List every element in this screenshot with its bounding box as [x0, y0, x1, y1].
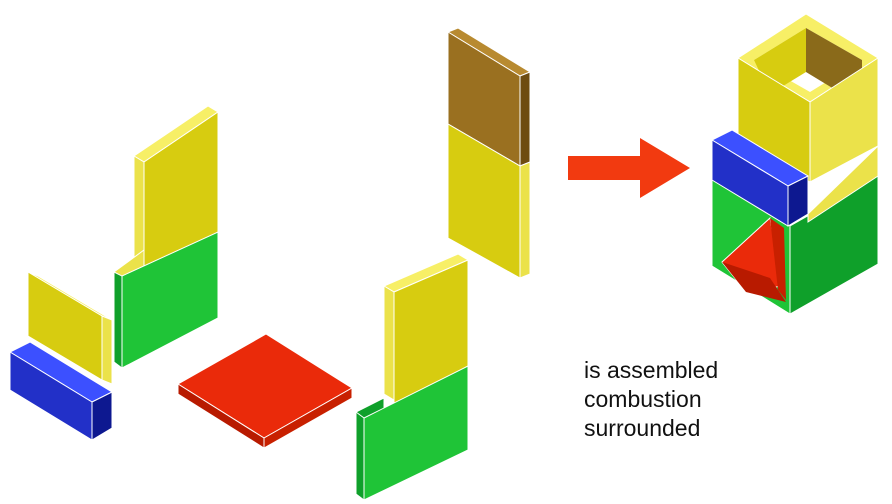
- caption-line-3: surrounded: [584, 415, 701, 441]
- red-slab: [177, 333, 353, 449]
- caption: is assembled combustion surrounded: [584, 356, 718, 443]
- assembled-box: [710, 13, 879, 315]
- yellow-green-plate-right: [355, 253, 470, 501]
- caption-line-1: is assembled: [584, 357, 719, 383]
- yellow-green-plate: [113, 105, 219, 369]
- right-arrow: [568, 138, 690, 198]
- caption-line-2: combustion: [584, 386, 702, 412]
- yellow-plate-left: [27, 271, 113, 385]
- blue-block: [8, 341, 114, 441]
- tall-brown-yellow-plate: [446, 27, 532, 279]
